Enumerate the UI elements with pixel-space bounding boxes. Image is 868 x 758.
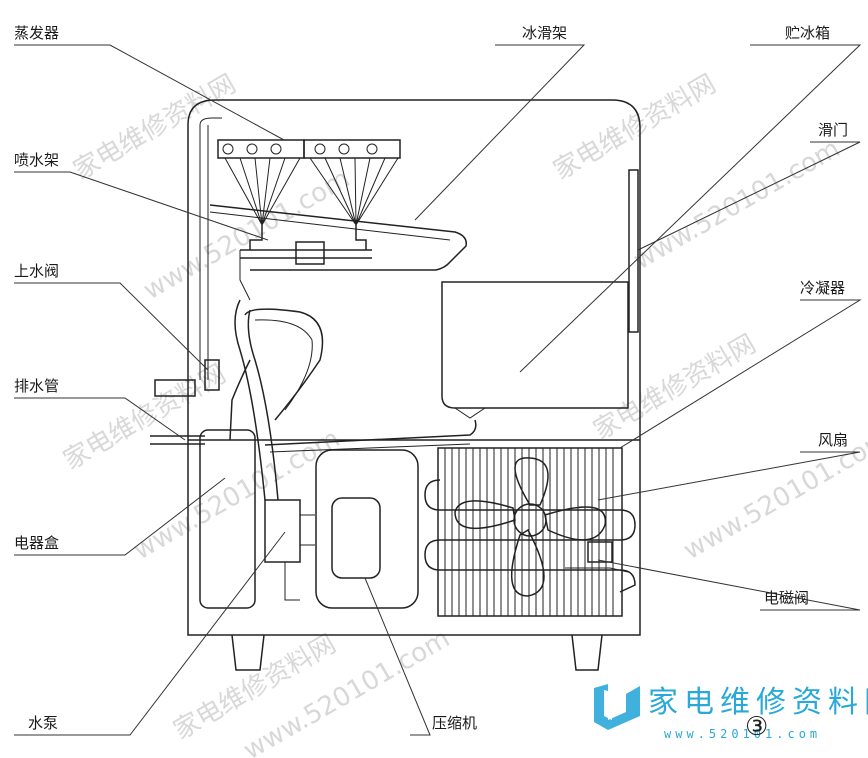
watermark-text: 家电维修资料网: [69, 69, 242, 186]
evaporator: [217, 139, 401, 226]
label-evaporator: 蒸发器: [14, 24, 59, 42]
spray-rack: [239, 225, 372, 301]
watermark-url: www.520101.com: [139, 164, 356, 306]
label-electrical-box: 电器盒: [14, 534, 59, 552]
site-logo: 家电维修资料网 www.520101.com: [594, 684, 868, 741]
logo-url: www.520101.com: [664, 727, 821, 741]
leader-lines: [14, 44, 862, 736]
drain-pipe: [150, 379, 205, 445]
label-inlet-valve: 上水阀: [14, 262, 59, 280]
condenser-fins: [444, 448, 614, 616]
label-fan: 风扇: [818, 431, 848, 449]
inlet-valve: [204, 359, 220, 391]
label-ice-slide: 冰滑架: [522, 24, 567, 42]
label-sliding-door: 滑门: [818, 121, 848, 139]
watermark-url: www.520101.com: [629, 134, 846, 276]
condenser: [424, 447, 636, 617]
label-water-pump: 水泵: [28, 714, 58, 732]
label-solenoid-valve: 电磁阀: [764, 589, 809, 607]
logo-mark: [594, 684, 640, 730]
watermark-text: 家电维修资料网: [589, 329, 762, 446]
label-ice-bin: 贮冰箱: [785, 24, 830, 42]
solenoid-valve: [565, 541, 629, 573]
watermark-text: 家电维修资料网: [549, 69, 722, 186]
ice-slide-rack: [209, 204, 468, 271]
ice-bin: [441, 281, 629, 419]
labels: 蒸发器 冰滑架 贮冰箱 喷水架 滑门 上水阀 冷凝器 排水管 风扇 电器盒 电磁…: [14, 24, 848, 732]
sliding-door: [628, 169, 639, 333]
fan: [454, 457, 607, 597]
label-drain-pipe: 排水管: [14, 377, 59, 395]
cabinet: [187, 99, 641, 671]
water-tubes: [199, 117, 477, 501]
figure-number: ③: [745, 712, 768, 742]
label-spray-rack: 喷水架: [14, 151, 59, 169]
logo-text: 家电维修资料网: [648, 685, 868, 720]
water-pump: [264, 499, 315, 601]
label-compressor: 压缩机: [432, 714, 477, 732]
label-condenser: 冷凝器: [800, 279, 845, 297]
compressor: [315, 449, 419, 609]
